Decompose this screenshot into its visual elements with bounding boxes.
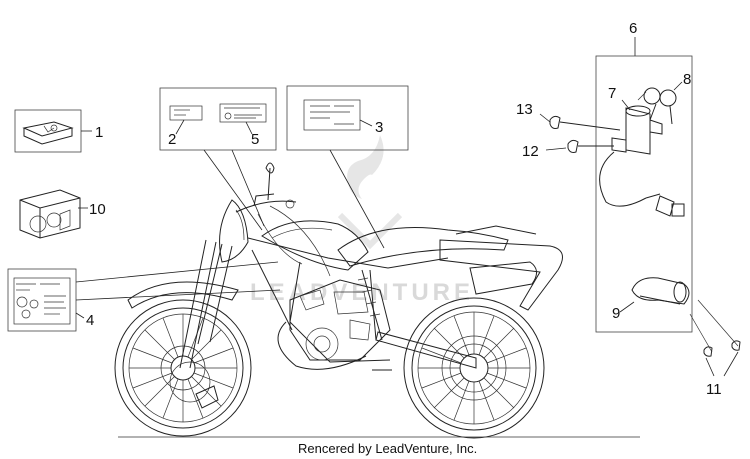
callout-9: 9 [612, 305, 620, 322]
key-icon [637, 87, 677, 125]
warning-decal-icon [13, 277, 71, 325]
spec-label-3-icon [303, 99, 361, 131]
callout-3: 3 [375, 119, 383, 136]
screw-12-icon [567, 139, 614, 153]
rear-tire-outer [403, 297, 545, 439]
lock-clamp-icon [631, 277, 690, 305]
ignition-switch-icon [599, 105, 685, 217]
callout-13: 13 [516, 101, 533, 118]
callout-7: 7 [608, 85, 616, 102]
id-plate-5-icon [219, 103, 267, 123]
screw-11-icon [689, 299, 741, 357]
callout-5: 5 [251, 131, 259, 148]
watermark-text: LEADVENTURE [250, 279, 474, 306]
front-tire-outer [114, 299, 252, 437]
callout-6: 6 [629, 20, 637, 37]
callout-1: 1 [95, 124, 103, 141]
part-box-6 [595, 55, 693, 333]
brand-decal-2-icon [169, 105, 203, 121]
part-box-1 [14, 109, 82, 153]
callout-8: 8 [683, 71, 691, 88]
owners-manual-icon [22, 121, 74, 145]
callout-2: 2 [168, 131, 176, 148]
rear-spokes [418, 312, 530, 424]
part-box-3 [286, 85, 409, 151]
callout-11: 11 [706, 381, 722, 398]
tool-kit-icon [19, 189, 81, 239]
callout-12: 12 [522, 143, 539, 160]
footer-credit: Rencered by LeadVenture, Inc. [298, 441, 477, 456]
screw-13-icon [549, 115, 621, 131]
callout-4: 4 [86, 312, 94, 329]
front-spokes [129, 314, 237, 422]
watermark: LEADVENTURE [250, 135, 474, 306]
callout-10: 10 [89, 201, 106, 218]
part-box-2-5 [159, 87, 277, 151]
